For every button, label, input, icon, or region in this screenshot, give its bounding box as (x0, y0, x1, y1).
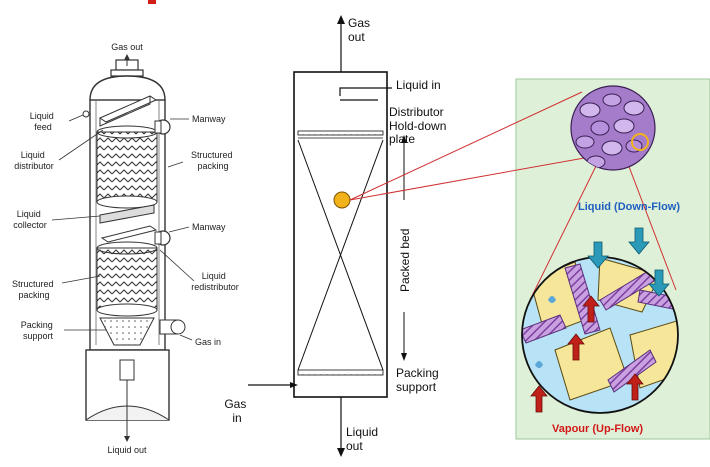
label-liquid-feed: Liquid feed (30, 111, 57, 132)
label-liquid-redistributor: Liquid redistributor (191, 271, 239, 292)
liquid-down-arrows (587, 227, 670, 297)
structured-packing-column (82, 54, 186, 442)
label-manway-bottom: Manway (192, 222, 226, 232)
label-liquid-out-middle: Liquid out (346, 425, 381, 453)
label-vapour-up-flow: Vapour (Up-Flow) (552, 423, 643, 435)
schematic-packed-column (248, 15, 407, 457)
label-structured-packing-left: Structured packing (12, 279, 56, 300)
packing-elements-closeup (570, 85, 656, 171)
label-gas-out-middle: Gas out (348, 16, 373, 44)
label-liquid-in: Liquid in (396, 78, 441, 92)
label-distributor: Distributor (389, 105, 444, 119)
label-liquid-down-flow: Liquid (Down-Flow) (578, 201, 680, 213)
label-hold-down-plate: Hold-down plate (389, 119, 450, 146)
label-gas-in-middle: Gas in (224, 397, 249, 425)
highlight-dot (333, 191, 351, 209)
label-liquid-distributor: Liquid distributor (14, 150, 54, 171)
left-leader-lines (51, 114, 195, 341)
label-liquid-collector: Liquid collector (13, 209, 47, 230)
label-packed-bed: Packed bed (398, 229, 412, 292)
label-liquid-out-left: Liquid out (107, 445, 147, 455)
red-heading-fragment (148, 0, 156, 4)
label-gas-out-left: Gas out (111, 42, 143, 52)
label-manway-top: Manway (192, 114, 226, 124)
vapour-up-arrows (530, 295, 644, 413)
label-structured-packing-right: Structured packing (191, 150, 235, 171)
label-packing-support-left: Packing support (21, 320, 56, 341)
label-packing-support-middle: Packing support (396, 366, 442, 394)
label-gas-in-left: Gas in (195, 337, 221, 347)
